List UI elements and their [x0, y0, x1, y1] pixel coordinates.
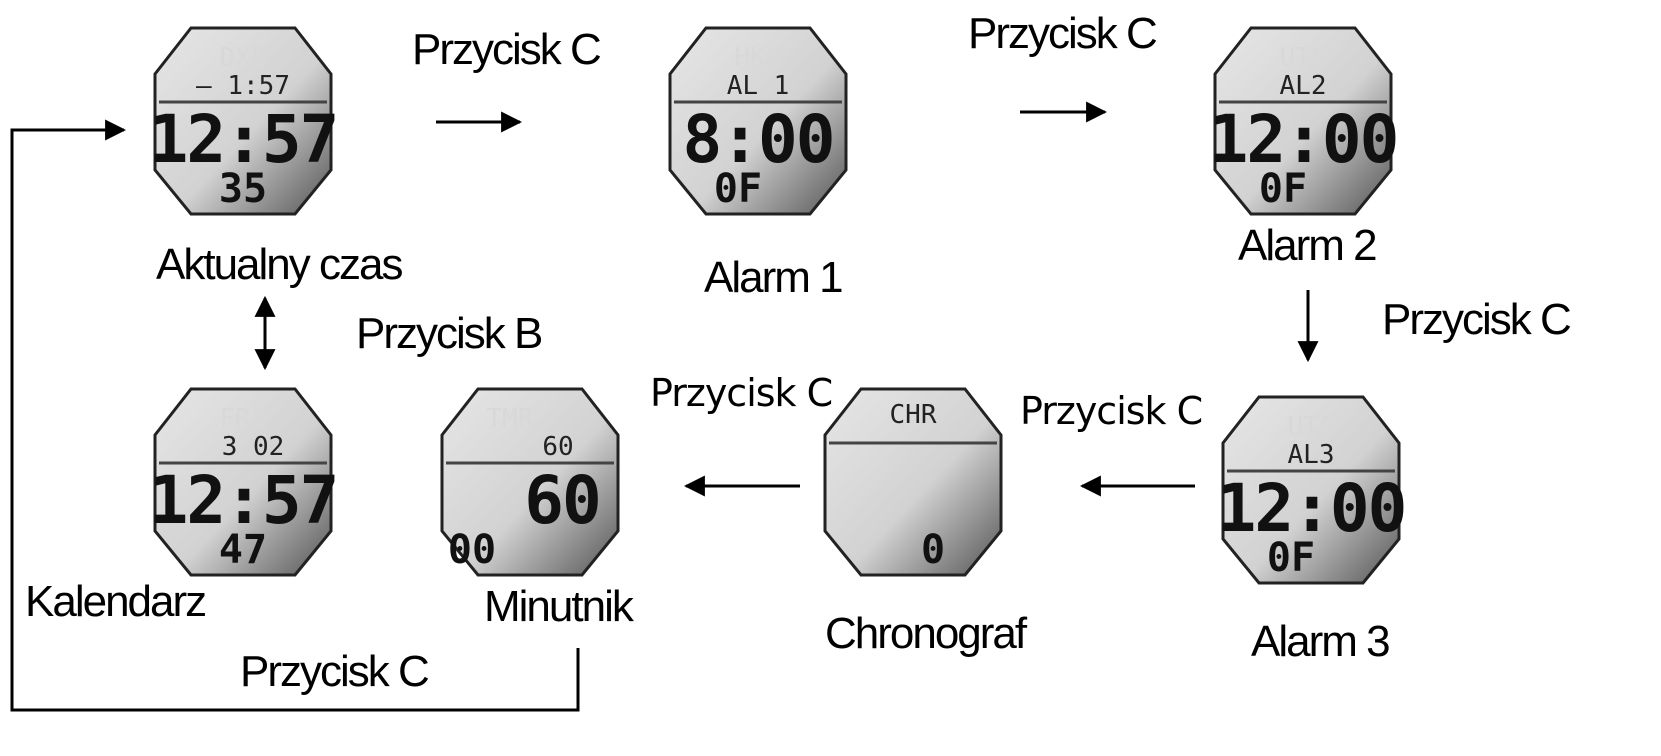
watch-face-alarm3: UTC AL3 12:00 0F: [1217, 395, 1407, 585]
label-chronograph: Chronograf: [825, 609, 1027, 658]
watch-face-chronograph: CHR 0: [823, 387, 1003, 577]
label-alarm2: Alarm 2: [1238, 221, 1378, 270]
watch-top1: CHR: [890, 400, 937, 430]
label-alarm3: Alarm 3: [1251, 617, 1391, 666]
watch-sub-digits: 0F: [1259, 166, 1307, 212]
watch-sub-digits: 0: [921, 527, 945, 573]
transition-label-alarm2-to-alarm3: Przycisk C: [1382, 295, 1572, 344]
watch-main-digits: 12:00: [1209, 101, 1398, 178]
watch-top2: AL 1: [727, 71, 790, 101]
watch-face-alarm1: HKG AL 1 8:00 0F: [668, 26, 848, 216]
watch-top1: DXB: [220, 43, 267, 73]
label-current-time: Aktualny czas: [156, 240, 403, 289]
transition-label-alarm1-to-alarm2: Przycisk C: [968, 9, 1158, 58]
watch-top1: UTC: [1280, 43, 1327, 73]
watch-main-digits: 60: [524, 462, 599, 539]
watch-top2: – 1:57: [196, 71, 290, 101]
transition-label-alarm3-to-chronograph: Przycisk C: [1020, 389, 1203, 433]
label-alarm1: Alarm 1: [704, 253, 844, 302]
label-timer: Minutnik: [484, 582, 634, 631]
watch-top2: 60: [542, 432, 573, 462]
transition-label-time-to-alarm1: Przycisk C: [412, 25, 602, 74]
transition-label-time-calendar: Przycisk B: [356, 309, 543, 358]
transition-label-chronograph-to-timer: Przycisk C: [650, 371, 833, 415]
watch-main-digits: 12:57: [149, 101, 338, 178]
watch-top2: 3 02: [222, 432, 285, 462]
watch-top2: AL2: [1280, 71, 1327, 101]
watch-top1: HKG: [735, 43, 782, 73]
watch-face-timer: TMR 60 60 00: [440, 387, 620, 577]
watch-sub-digits: 47: [219, 527, 267, 573]
watch-main-digits: 12:57: [149, 462, 338, 539]
watch-face-alarm2: UTC AL2 12:00 0F: [1209, 26, 1399, 216]
watch-sub-digits: 0F: [1267, 535, 1315, 581]
watch-top1: UTC: [1288, 412, 1335, 442]
watch-top1: TMR: [487, 404, 534, 434]
watch-main-digits: 12:00: [1217, 470, 1406, 547]
watch-sub-digits: 00: [448, 527, 496, 573]
watch-top2: AL3: [1288, 440, 1335, 470]
watch-face-calendar: FRI 3 02 12:57 47: [149, 387, 339, 577]
watch-face-current-time: DXB – 1:57 12:57 35: [149, 26, 339, 216]
watch-sub-digits: 0F: [714, 166, 762, 212]
watch-main-digits: 8:00: [683, 101, 834, 178]
transition-label-timer-to-time: Przycisk C: [240, 647, 430, 696]
label-calendar: Kalendarz: [25, 577, 207, 626]
arrow-timer-to-time: [10, 119, 580, 712]
watch-sub-digits: 35: [219, 166, 267, 212]
watch-top1: FRI: [220, 404, 267, 434]
